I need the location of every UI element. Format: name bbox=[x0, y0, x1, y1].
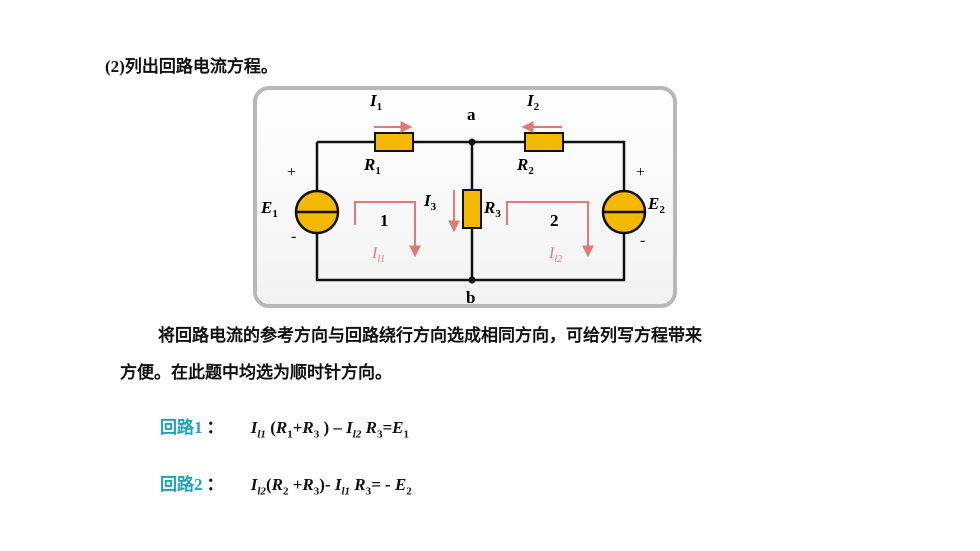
loop1-colon: ： bbox=[206, 418, 224, 437]
label-il1: Il1 bbox=[371, 245, 385, 265]
label-node-b: b bbox=[466, 288, 475, 307]
resistor-r1 bbox=[374, 132, 414, 152]
e2-plus-sign: + bbox=[636, 164, 645, 181]
loop2-label: 回路2 bbox=[160, 475, 203, 494]
loop1-equation-row: 回路1： Il1 (R1+R3 ) – Il2 R3=E1 bbox=[160, 413, 409, 440]
loop1-equation: Il1 (R1+R3 ) – Il2 R3=E1 bbox=[250, 418, 409, 441]
resistor-r2 bbox=[524, 132, 564, 152]
e1-minus-sign: - bbox=[291, 228, 296, 245]
source-e2 bbox=[601, 189, 647, 235]
label-e1: E1 bbox=[260, 198, 278, 220]
label-i3: I3 bbox=[423, 191, 437, 213]
label-il2: Il2 bbox=[548, 245, 562, 265]
explanation-line-1: 将回路电流的参考方向与回路绕行方向选成相同方向，可给列写方程带来 bbox=[158, 326, 702, 345]
loop2-equation: Il2(R2 +R3)- Il1 R3= - E2 bbox=[250, 475, 412, 498]
loop2-colon: ： bbox=[206, 475, 224, 494]
e1-plus-sign: + bbox=[287, 164, 296, 181]
label-i2: I2 bbox=[526, 91, 540, 113]
label-r3: R3 bbox=[483, 198, 501, 220]
label-e2: E2 bbox=[647, 194, 665, 216]
resistor-r3 bbox=[462, 189, 482, 229]
node-a-dot bbox=[468, 138, 476, 146]
label-node-a: a bbox=[467, 105, 476, 124]
loop1-label: 回路1 bbox=[160, 418, 203, 437]
loop-arrow-1 bbox=[354, 201, 421, 258]
circuit-diagram: I1 I2 a b R1 R2 R3 I3 E1 E2 + - + - 1 2 … bbox=[253, 86, 677, 308]
label-r1: R1 bbox=[363, 155, 381, 177]
section-heading: (2)列出回路电流方程。 bbox=[105, 57, 278, 76]
explanation-line-2: 方便。在此题中均选为顺时针方向。 bbox=[120, 363, 392, 382]
loop-arrow-2 bbox=[506, 201, 594, 258]
loop1-number: 1 bbox=[380, 211, 389, 230]
label-r2: R2 bbox=[516, 155, 534, 177]
loop2-equation-row: 回路2： Il2(R2 +R3)- Il1 R3= - E2 bbox=[160, 470, 412, 497]
label-i1: I1 bbox=[369, 91, 382, 113]
node-b-dot bbox=[468, 276, 476, 284]
source-e1 bbox=[294, 189, 340, 235]
e2-minus-sign: - bbox=[640, 232, 645, 249]
loop2-number: 2 bbox=[550, 211, 559, 230]
